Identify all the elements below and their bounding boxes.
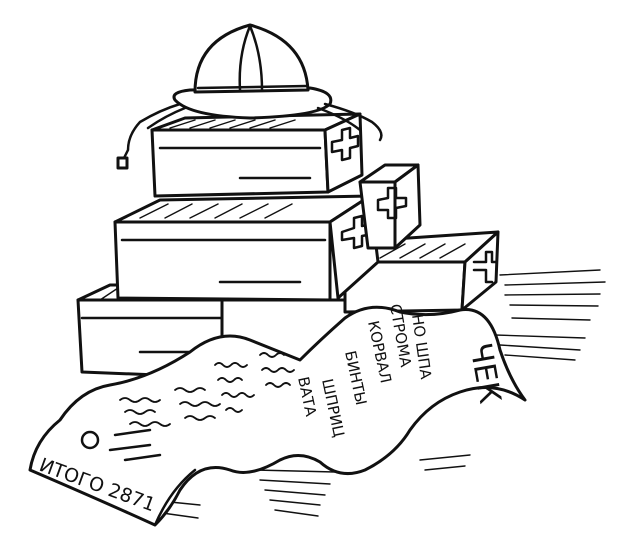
- middle-box: [113, 194, 380, 302]
- helmet: [116, 23, 383, 170]
- receipt: [28, 305, 527, 527]
- top-box: [150, 112, 364, 198]
- small-box-right: [358, 163, 422, 250]
